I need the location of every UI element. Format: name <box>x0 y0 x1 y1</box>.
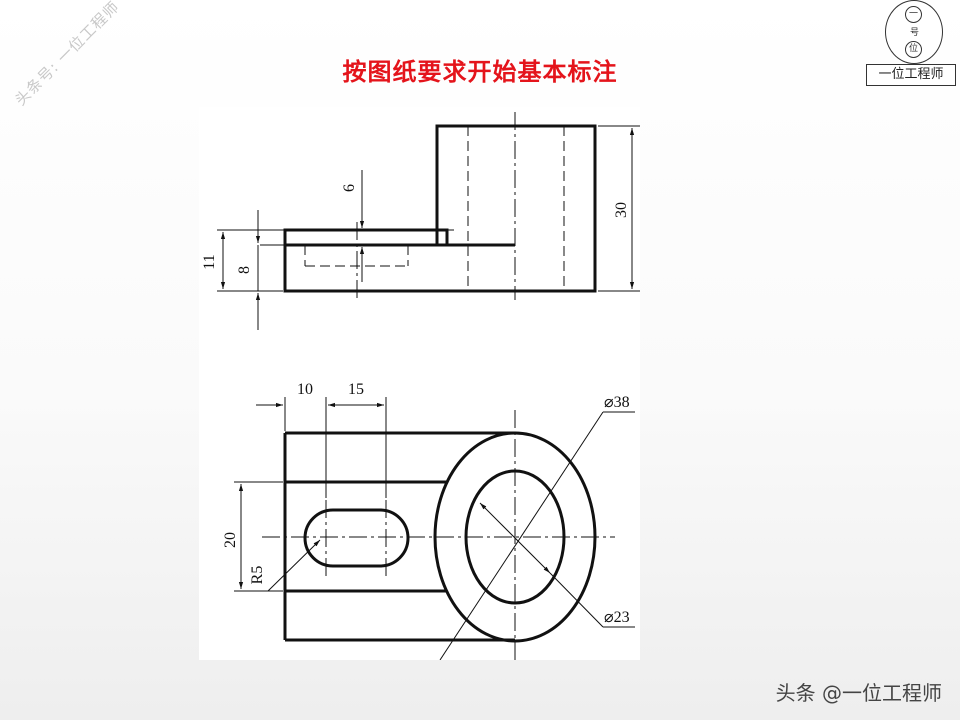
slide-title: 按图纸要求开始基本标注 <box>342 58 618 86</box>
author-logo: 一 号 位 一位工程师 <box>866 0 958 86</box>
logo-circle: 一 号 位 <box>885 0 943 64</box>
slot <box>303 508 410 568</box>
dim-30: 30 <box>613 202 630 218</box>
dim-11: 11 <box>201 254 218 269</box>
front-outline <box>283 124 597 293</box>
logo-caption: 一位工程师 <box>866 64 956 86</box>
dim-8: 8 <box>236 266 253 274</box>
logo-char-bottom: 位 <box>905 41 922 58</box>
dim-d38: ⌀38 <box>604 394 630 411</box>
dim-15: 15 <box>348 381 364 398</box>
drawing-svg: 6 30 11 8 <box>201 112 640 661</box>
top-dimension-texts: 10 15 20 R5 ⌀38 ⌀23 <box>222 381 630 626</box>
logo-char-mid: 号 <box>910 28 920 38</box>
front-view <box>217 112 640 330</box>
top-view <box>234 397 635 661</box>
footer-credit: 头条 @一位工程师 <box>775 681 942 705</box>
dim-6: 6 <box>341 184 358 192</box>
logo-char-top: 一 <box>905 6 922 23</box>
front-dimension-texts: 6 30 11 8 <box>201 184 630 274</box>
dim-10: 10 <box>297 381 313 398</box>
dim-r5: R5 <box>249 566 266 585</box>
dim-20: 20 <box>222 532 239 548</box>
dim-d23: ⌀23 <box>604 609 630 626</box>
engineering-drawing: 6 30 11 8 <box>199 107 640 661</box>
